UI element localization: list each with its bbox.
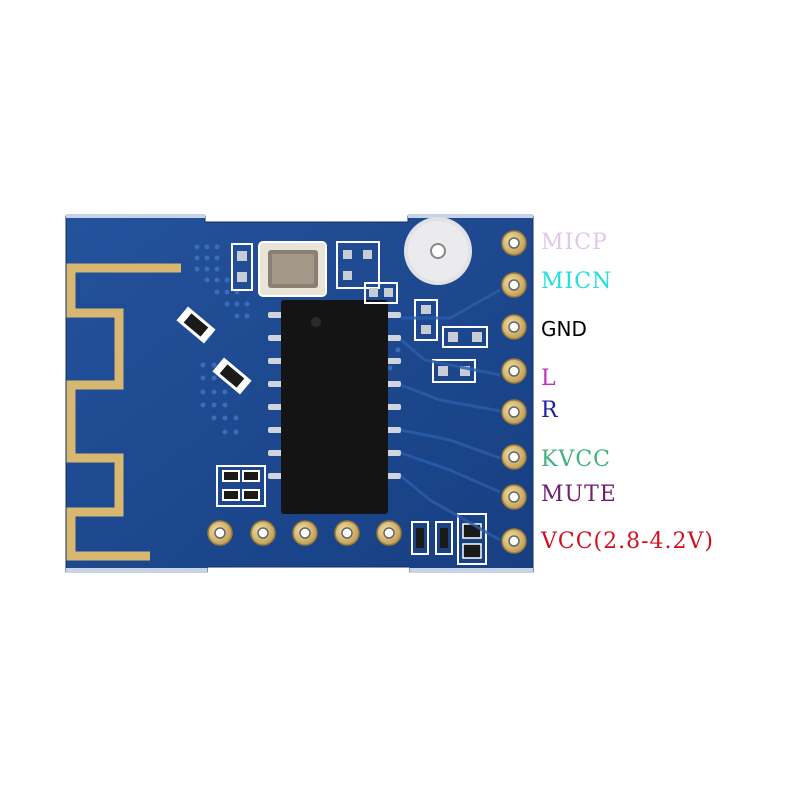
pin-label-kvcc: KVCC: [541, 447, 611, 472]
pin-label-micp: MICP: [541, 230, 608, 255]
pin-label-l: L: [541, 366, 557, 391]
via-dots: [194, 244, 401, 435]
right-pin-header: [501, 230, 527, 554]
bottom-pin-header: [207, 520, 402, 546]
main-chip: [268, 300, 401, 514]
pin-label-vcc: VCC(2.8-4.2V): [541, 529, 715, 554]
pin-label-r: R: [541, 398, 559, 423]
pin-label-micn: MICN: [541, 269, 613, 294]
mounting-hole: [404, 217, 472, 285]
pin-label-mute: MUTE: [541, 482, 617, 507]
antenna-trace: [66, 263, 181, 561]
smd-components: [176, 241, 488, 565]
pin-label-gnd: GND: [541, 317, 587, 341]
crystal-oscillator: [258, 241, 327, 297]
